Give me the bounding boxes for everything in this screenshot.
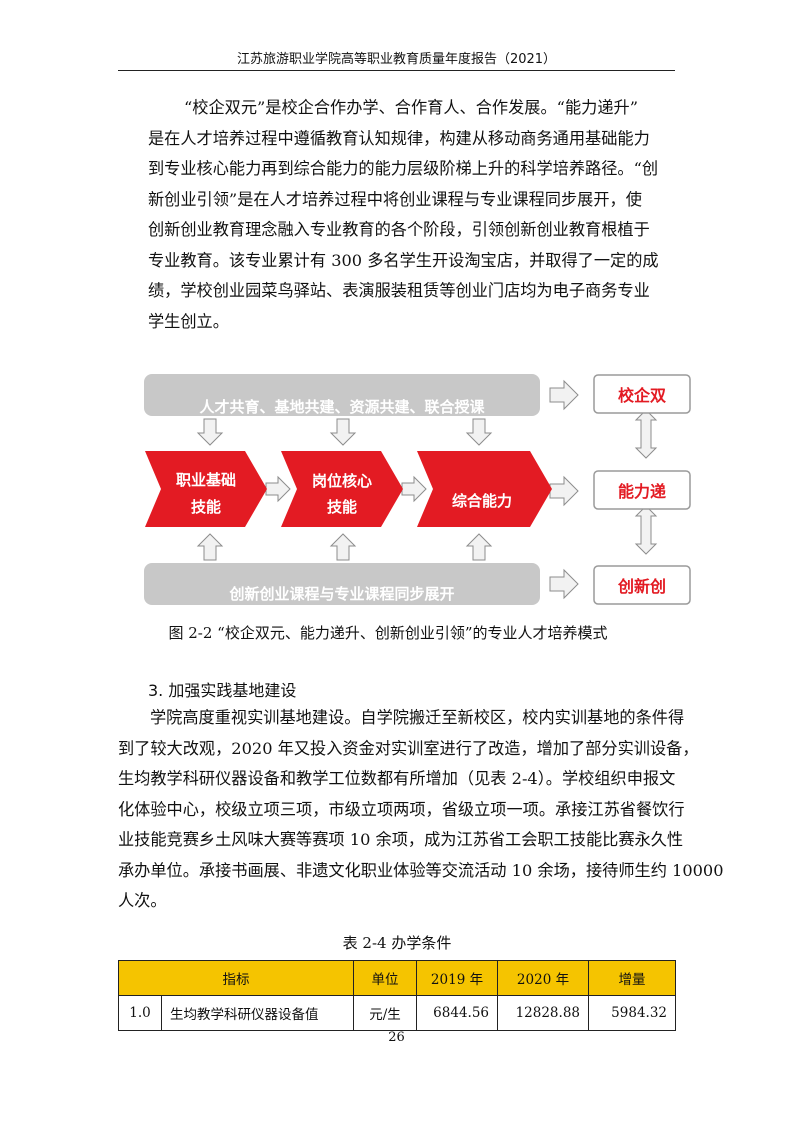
right-arrow-icon	[265, 475, 291, 503]
stage-chevron-2	[281, 451, 403, 527]
page-number: 26	[388, 1030, 405, 1045]
header-2020: 2020 年	[497, 960, 589, 996]
section3-line: 学院高度重视实训基地建设。自学院搬迁至新校区，校内实训基地的条件得	[150, 708, 685, 727]
double-arrow-icon	[634, 409, 658, 459]
stage3-label: 综合能力	[452, 492, 512, 510]
section3-line: 承办单位。承接书画展、非遗文化职业体验等交流活动 10 余场，接待师生约 100…	[118, 860, 724, 880]
row-delta: 5984.32	[588, 995, 676, 1031]
training-model-diagram: 人才共育、基地共建、资源共建、联合授课 创新创业课程与专业课程同步展开 职业基础…	[144, 374, 691, 605]
outcome-box-2	[593, 470, 691, 510]
bottom-bar-label: 创新创业课程与专业课程同步展开	[228, 585, 454, 603]
outcome-box-1	[593, 374, 691, 414]
row-2020: 12828.88	[497, 995, 589, 1031]
section3-line: 到了较大改观，2020 年又投入资金对实训室进行了改造，增加了部分实训设备，	[118, 738, 699, 758]
header-rule	[118, 70, 675, 71]
intro-line: 创新创业教育理念融入专业教育的各个阶段，引领创新创业教育根植于	[148, 220, 650, 239]
row-unit: 元/生	[353, 995, 417, 1031]
running-header: 江苏旅游职业学院高等职业教育质量年度报告（2021）	[236, 52, 557, 67]
outcome-box-3	[593, 565, 691, 605]
figure-caption: 图 2-2 “校企双元、能力递升、创新创业引领”的专业人才培养模式	[168, 624, 608, 642]
up-arrow-icon	[196, 533, 224, 561]
section3-line: 业技能竞赛乡土风味大赛等赛项 10 余项，成为江苏省工会职工技能比赛永久性	[118, 830, 684, 849]
table-row: 1.0 生均教学科研仪器设备值 元/生 6844.56 12828.88 598…	[118, 995, 676, 1031]
stage-chevron-3	[417, 451, 552, 527]
bottom-bar	[144, 563, 540, 605]
intro-line: 新创业引领”是在人才培养过程中将创业课程与专业课程同步展开，使	[148, 189, 642, 209]
section3-line: 生均教学科研仪器设备和教学工位数都有所增加（见表 2-4）。学校组织申报文	[118, 769, 676, 788]
header-indicator: 指标	[118, 960, 354, 996]
table-caption: 表 2-4 办学条件	[342, 934, 452, 952]
top-bar-label: 人才共育、基地共建、资源共建、联合授课	[199, 398, 485, 416]
right-arrow-icon	[549, 379, 579, 411]
stage2-label: 技能	[327, 498, 357, 516]
outcome-box-3-label: 创新创	[617, 577, 666, 596]
top-bar	[144, 374, 540, 416]
intro-paragraph: “校企双元”是校企合作办学、合作育人、合作发展。“能力递升” 是在人才培养过程中…	[148, 93, 688, 337]
down-arrow-icon	[465, 418, 493, 446]
stage-chevron-1	[145, 451, 267, 527]
down-arrow-icon	[196, 418, 224, 446]
stage1-label: 技能	[191, 498, 221, 516]
header-delta: 增量	[588, 960, 676, 996]
up-arrow-icon	[465, 533, 493, 561]
row-number: 1.0	[118, 995, 162, 1031]
down-arrow-icon	[329, 418, 357, 446]
conditions-table: 指标 单位 2019 年 2020 年 增量 1.0 生均教学科研仪器设备值 元…	[118, 960, 676, 1031]
double-arrow-icon	[634, 505, 658, 555]
intro-line: 绩，学校创业园菜鸟驿站、表演服装租赁等创业门店均为电子商务专业	[148, 281, 650, 300]
section-heading: 3. 加强实践基地建设	[148, 681, 297, 700]
right-arrow-icon	[549, 475, 579, 507]
intro-line: 学生创立。	[148, 311, 229, 331]
outcome-box-2-label: 能力递	[618, 482, 666, 501]
up-arrow-icon	[329, 533, 357, 561]
row-2019: 6844.56	[416, 995, 498, 1031]
header-unit: 单位	[353, 960, 417, 996]
row-indicator: 生均教学科研仪器设备值	[161, 995, 354, 1031]
section3-line: 化体验中心，校级立项三项，市级立项两项，省级立项一项。承接江苏省餐饮行	[118, 799, 685, 819]
intro-line: 专业教育。该专业累计有 300 多名学生开设淘宝店，并取得了一定的成	[148, 250, 659, 270]
intro-line: “校企双元”是校企合作办学、合作育人、合作发展。“能力递升”	[184, 98, 638, 117]
section3-line: 人次。	[118, 891, 167, 910]
stage2-label: 岗位核心	[312, 472, 372, 490]
header-2019: 2019 年	[416, 960, 498, 996]
stage1-label: 职业基础	[176, 471, 236, 489]
intro-line: 是在人才培养过程中遵循教育认知规律，构建从移动商务通用基础能力	[148, 128, 650, 148]
section3-paragraph: 学院高度重视实训基地建设。自学院搬迁至新校区，校内实训基地的条件得 到了较大改观…	[118, 703, 724, 917]
outcome-box-1-label: 校企双	[618, 386, 666, 405]
right-arrow-icon	[549, 568, 579, 600]
right-arrow-icon	[401, 475, 427, 503]
table-header-row: 指标 单位 2019 年 2020 年 增量	[118, 960, 676, 996]
intro-line: 到专业核心能力再到综合能力的能力层级阶梯上升的科学培养路径。“创	[148, 159, 659, 178]
